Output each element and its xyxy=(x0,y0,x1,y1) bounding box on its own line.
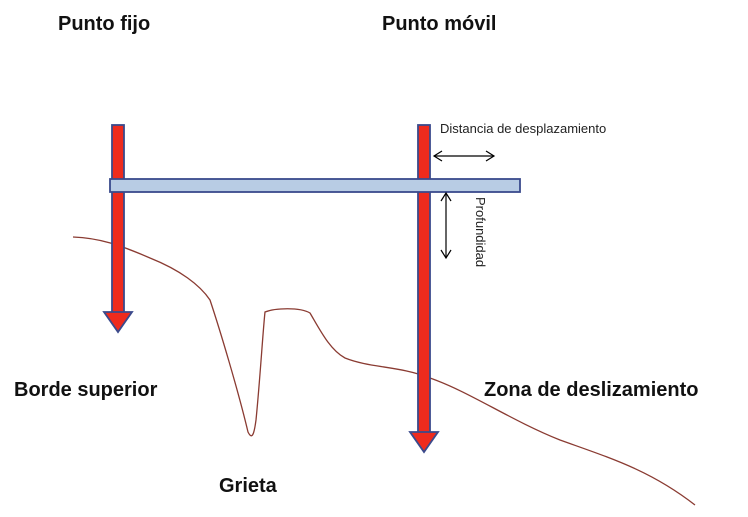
mobile-point-label: Punto móvil xyxy=(382,13,496,35)
crack-label: Grieta xyxy=(219,475,278,497)
displacement-distance-label: Distancia de desplazamiento xyxy=(440,121,606,136)
sliding-zone-label: Zona de deslizamiento xyxy=(484,379,698,401)
mobile-point-stake xyxy=(408,124,440,454)
mobile-stake-arrowhead xyxy=(408,431,440,454)
fixed-stake-arrowhead xyxy=(102,311,134,334)
depth-label: Profundidad xyxy=(473,197,488,267)
displacement-distance-arrow xyxy=(432,150,496,162)
ground-profile-line xyxy=(72,236,696,506)
fixed-point-label: Punto fijo xyxy=(58,13,150,35)
fixed-stake-shaft xyxy=(111,124,125,316)
depth-arrow xyxy=(440,191,452,260)
fixed-point-stake xyxy=(102,124,134,334)
mobile-stake-shaft xyxy=(417,124,431,436)
upper-edge-label: Borde superior xyxy=(14,379,158,401)
horizontal-beam xyxy=(109,178,521,193)
